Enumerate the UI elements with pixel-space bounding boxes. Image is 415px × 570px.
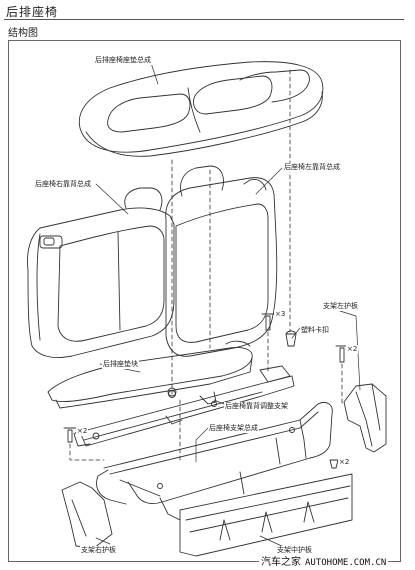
callout-left-guard: 支架左护板 <box>322 302 359 311</box>
callout-cushion-block: 后排座垫块 <box>102 360 139 369</box>
leader-lines <box>95 59 361 549</box>
cushion-block-part <box>47 340 253 409</box>
callout-adjust-bracket: 后座椅靠背调整支架 <box>224 402 289 411</box>
bolt-parts <box>63 313 349 469</box>
diagram-frame <box>8 40 401 562</box>
callout-left-back: 后座椅左靠背总成 <box>283 163 341 172</box>
header-rule <box>4 19 404 20</box>
count-x2-a: ×2 <box>346 345 359 354</box>
left-seat-back-part <box>165 165 278 357</box>
lower-guard-part <box>179 473 353 557</box>
watermark: 汽车之家 AUTOHOME.COM.CN <box>259 553 389 568</box>
left-guard-part <box>343 383 387 453</box>
watermark-en: AUTOHOME.COM.CN <box>305 558 387 568</box>
count-x3: ×3 <box>274 310 287 319</box>
callout-cushion-frame: 后座椅支架总成 <box>208 424 259 433</box>
header-title: 后排座椅 <box>6 5 59 19</box>
watermark-cn: 汽车之家 <box>261 557 301 568</box>
seat-frame-part <box>96 402 333 521</box>
callout-lower-guard: 支架中护板 <box>276 546 313 555</box>
callout-cushion: 后排座椅座垫总成 <box>94 56 152 65</box>
callout-clip: 塑料卡扣 <box>300 326 330 335</box>
callout-right-guard: 支架右护板 <box>80 546 117 555</box>
alignment-lines <box>69 69 343 461</box>
right-seat-back-part <box>27 187 175 358</box>
callout-right-back: 后座椅右靠背总成 <box>34 180 92 189</box>
seat-cushion-part <box>78 61 324 157</box>
right-guard-part <box>61 481 113 549</box>
count-x2-b: ×2 <box>76 427 89 436</box>
section-title: 结构图 <box>8 28 38 39</box>
count-x2-c: ×2 <box>338 458 351 467</box>
